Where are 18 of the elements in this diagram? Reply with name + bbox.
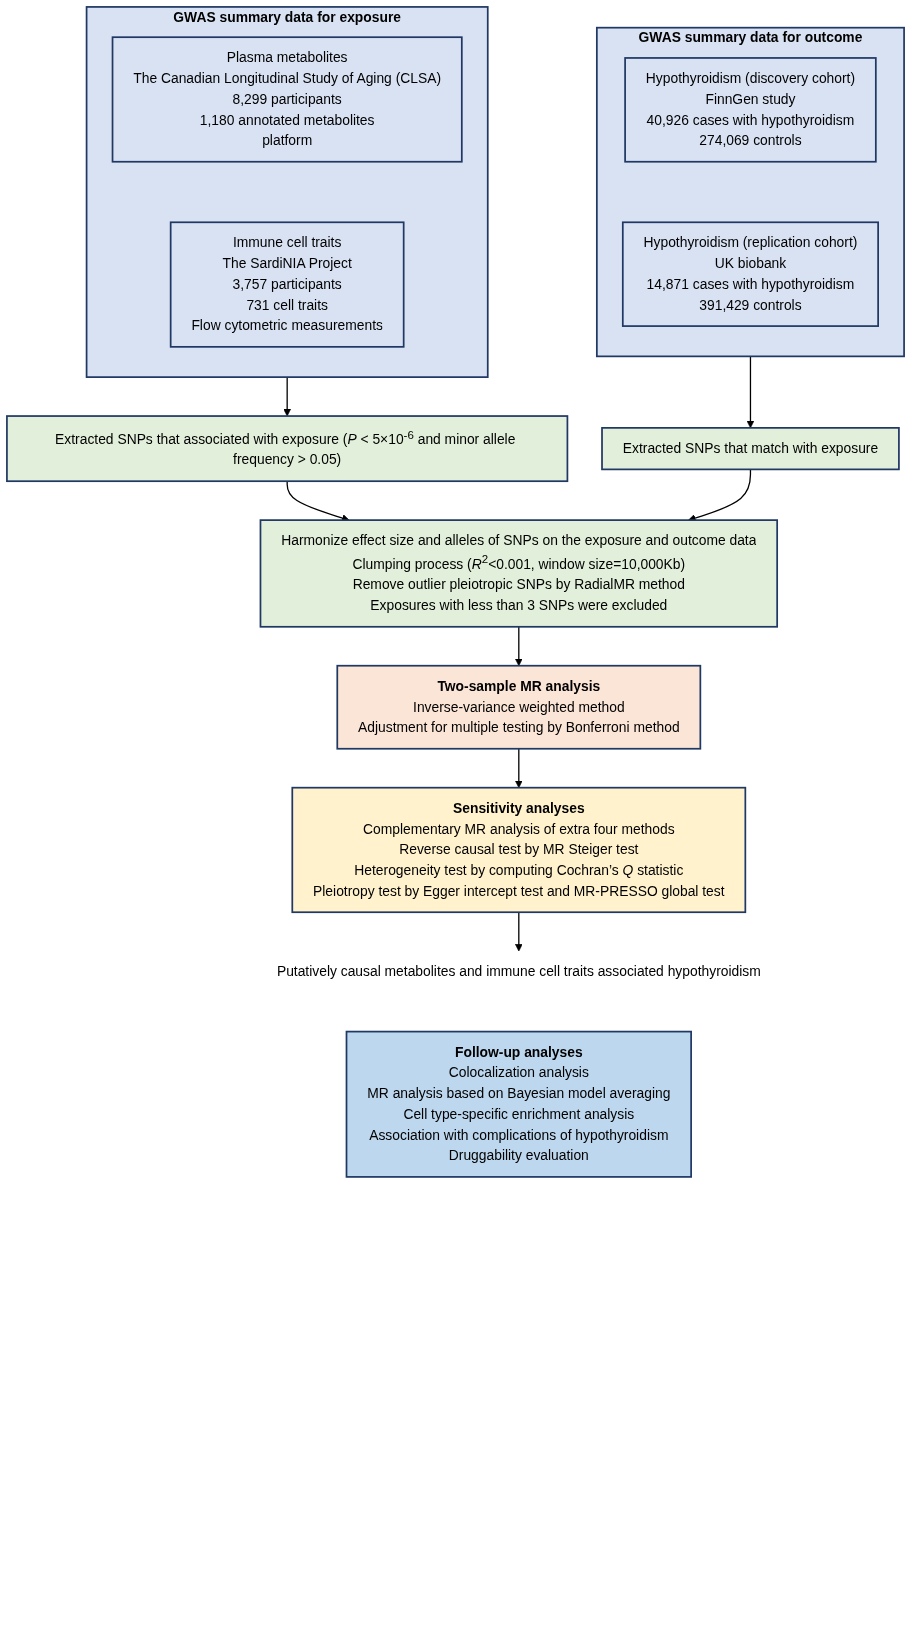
arrow xyxy=(688,468,752,522)
node-box: Harmonize effect size and alleles of SNPs on the exposure and outcome data Clumping process (R$^{2}$<0.001, window size=10,000Kb) Remove outlier pleiotropic SNPs by RadialMR method Exposures with less than 3 SNPs were excluded xyxy=(259,519,779,628)
arrow xyxy=(746,355,755,429)
arrow xyxy=(286,480,350,522)
arrow xyxy=(515,748,523,788)
node-box: Two-sample MR analysis Inverse-variance weighted method Adjustment for multiple testing by Bonferroni method xyxy=(336,664,702,750)
arrow xyxy=(515,911,523,952)
arrow xyxy=(515,626,523,667)
node-box: Extracted SNPs that match with exposure xyxy=(601,427,900,471)
node-text: Putatively causal metabolites and immune cell traits associated hypothyroidism xyxy=(276,964,761,979)
node-box: Follow-up analyses Colocalization analysis MR analysis based on Bayesian model averaging Cell type-specific enrichment analysis Association with complications of hypothyroidism Druggability evaluation xyxy=(345,1030,692,1178)
node-box: Sensitivity analyses Complementary MR analysis of extra four methods Reverse causal test by MR Steiger test Heterogeneity test by computing Cochran’s Q statistic Pleiotropy test by Egger intercept test and MR-PRESSO global test xyxy=(291,786,747,914)
node-box: Hypothyroidism (replication cohort) UK biobank 14,871 cases with hypothyroidism 391,429 controls xyxy=(621,221,879,327)
node-box: Plasma metabolites The Canadian Longitudinal Study of Aging (CLSA) 8,299 participants 1,180 annotated metabolites platform xyxy=(111,36,463,163)
node-box: Extracted SNPs that associated with exposure (P < 5×10$^{-6}$ and minor allele frequency > 0.05) xyxy=(6,415,569,483)
node-box: Hypothyroidism (discovery cohort) FinnGen study 40,926 cases with hypothyroidism 274,069 controls xyxy=(624,57,877,163)
node-box: Immune cell traits The SardiNIA Project 3,757 participants 731 cell traits Flow cytometric measurements xyxy=(169,221,405,348)
arrow xyxy=(283,376,291,417)
